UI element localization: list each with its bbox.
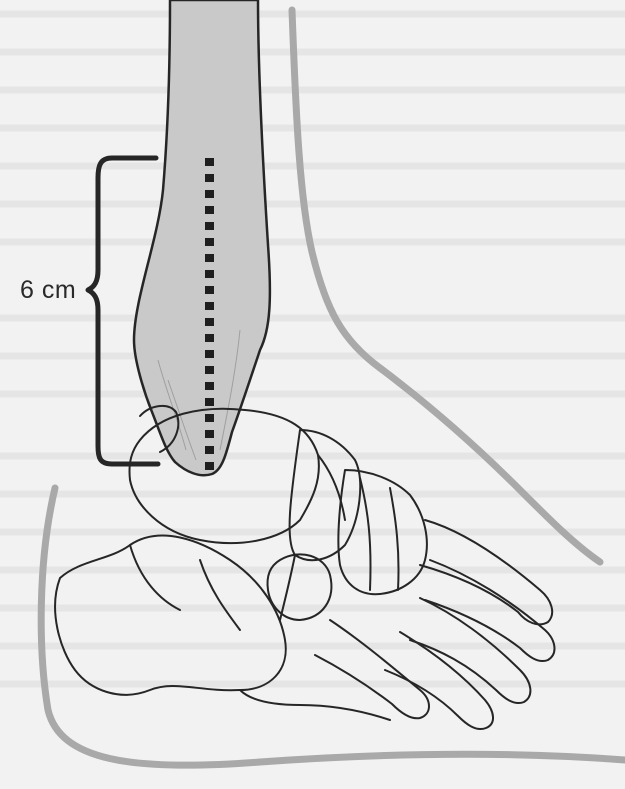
incision-dash: [205, 302, 214, 310]
incision-dash: [205, 350, 214, 358]
incision-dash: [205, 382, 214, 390]
tibia-shaft: [134, 0, 270, 475]
incision-dash: [205, 446, 214, 454]
incision-dash: [205, 238, 214, 246]
incision-dash: [205, 174, 214, 182]
incision-dash: [205, 318, 214, 326]
incision-dash: [205, 286, 214, 294]
incision-dash: [205, 270, 214, 278]
incision-dash: [205, 366, 214, 374]
incision-dash: [205, 254, 214, 262]
metatarsal-5: [315, 620, 429, 718]
incision-dash: [205, 462, 214, 470]
incision-dash: [205, 398, 214, 406]
calcaneus: [55, 536, 286, 695]
incision-dash: [205, 414, 214, 422]
incision-dash: [205, 430, 214, 438]
incision-dash: [205, 206, 214, 214]
incision-dash: [205, 334, 214, 342]
incision-dash: [205, 158, 214, 166]
measurement-label: 6 cm: [20, 276, 76, 305]
incision-dash: [205, 222, 214, 230]
incision-dash: [205, 190, 214, 198]
